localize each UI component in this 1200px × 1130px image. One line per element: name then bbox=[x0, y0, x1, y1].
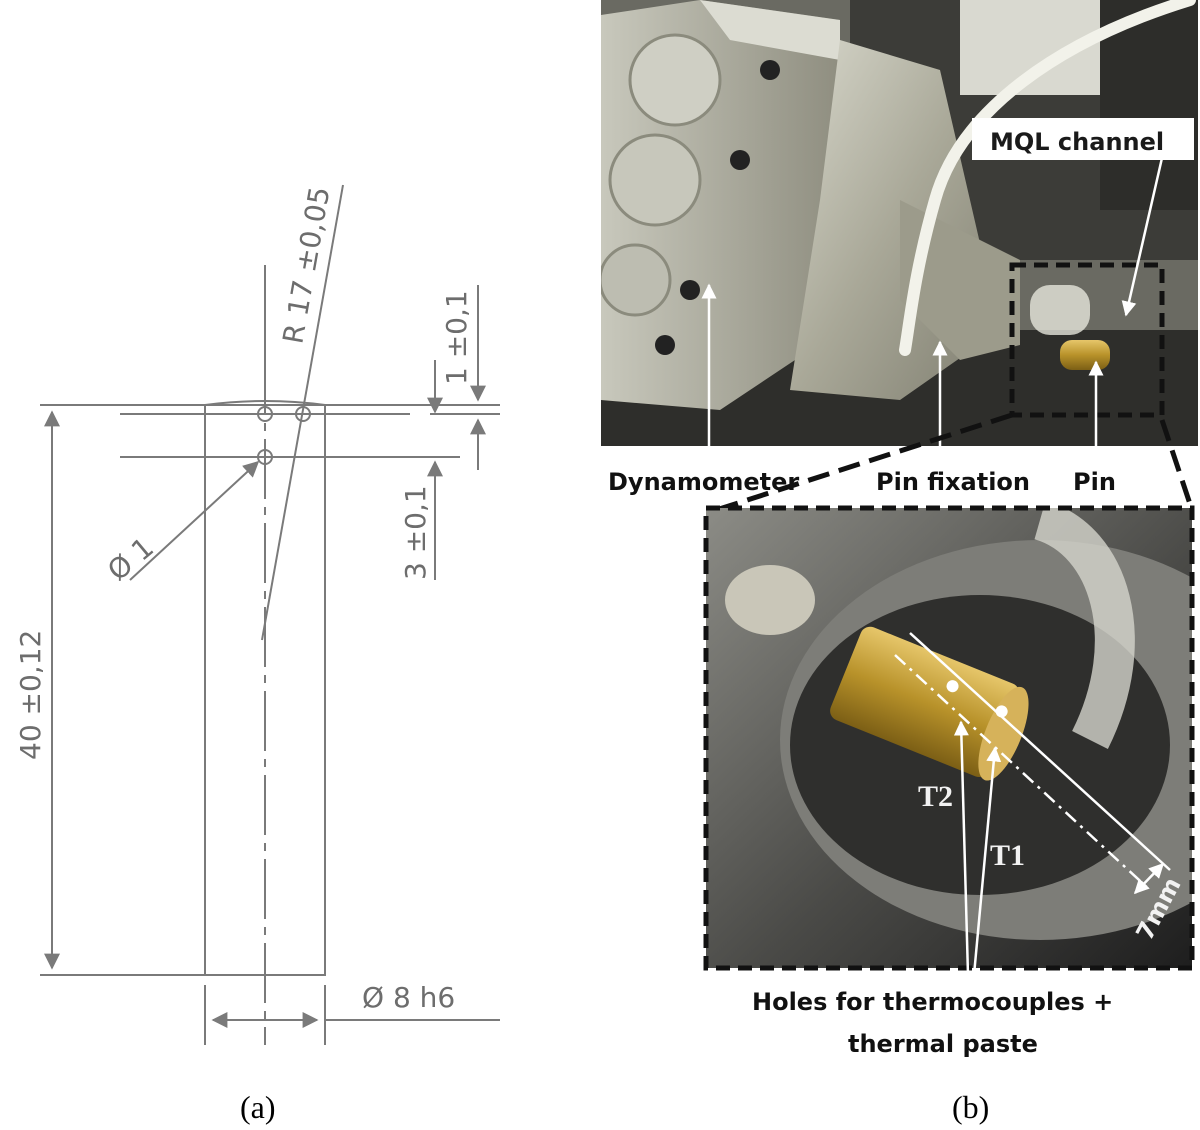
setup-photo bbox=[601, 0, 1198, 446]
mql-arrow bbox=[1121, 157, 1164, 317]
hole-offset-label: 3 ±0,1 bbox=[399, 485, 432, 580]
radius-line bbox=[261, 184, 344, 641]
caption-b: (b) bbox=[952, 1089, 989, 1125]
t2-arrow bbox=[953, 720, 970, 976]
detail-box bbox=[1009, 262, 1165, 418]
technical-drawing bbox=[40, 184, 500, 1045]
length-label: 40 ±0,12 bbox=[14, 630, 47, 760]
zoom-border bbox=[703, 505, 1195, 971]
hole-diameter-label: Ø 1 bbox=[101, 531, 160, 588]
dynamometer-label: Dynamometer bbox=[608, 468, 799, 496]
mql-tube bbox=[899, 0, 1196, 356]
hole-diameter-leader bbox=[129, 460, 260, 581]
distance-arrow bbox=[1133, 862, 1165, 895]
pin-fixation-label: Pin fixation bbox=[876, 468, 1030, 496]
mql-label: MQL channel bbox=[990, 128, 1164, 156]
t1-arrow bbox=[972, 746, 1002, 976]
caption-a: (a) bbox=[240, 1089, 276, 1125]
diameter-label: Ø 8 h6 bbox=[362, 981, 455, 1014]
top-offset-label: 1 ±0,1 bbox=[440, 290, 473, 385]
radius-label: R 17 ±0,05 bbox=[276, 184, 336, 346]
pin-label: Pin bbox=[1073, 468, 1116, 496]
t2-label: T2 bbox=[918, 780, 953, 813]
holes-label-line2: thermal paste bbox=[848, 1030, 1038, 1058]
t1-label: T1 bbox=[990, 839, 1025, 872]
holes-label-line1: Holes for thermocouples + bbox=[752, 988, 1113, 1016]
zoom-inset bbox=[706, 508, 1192, 968]
